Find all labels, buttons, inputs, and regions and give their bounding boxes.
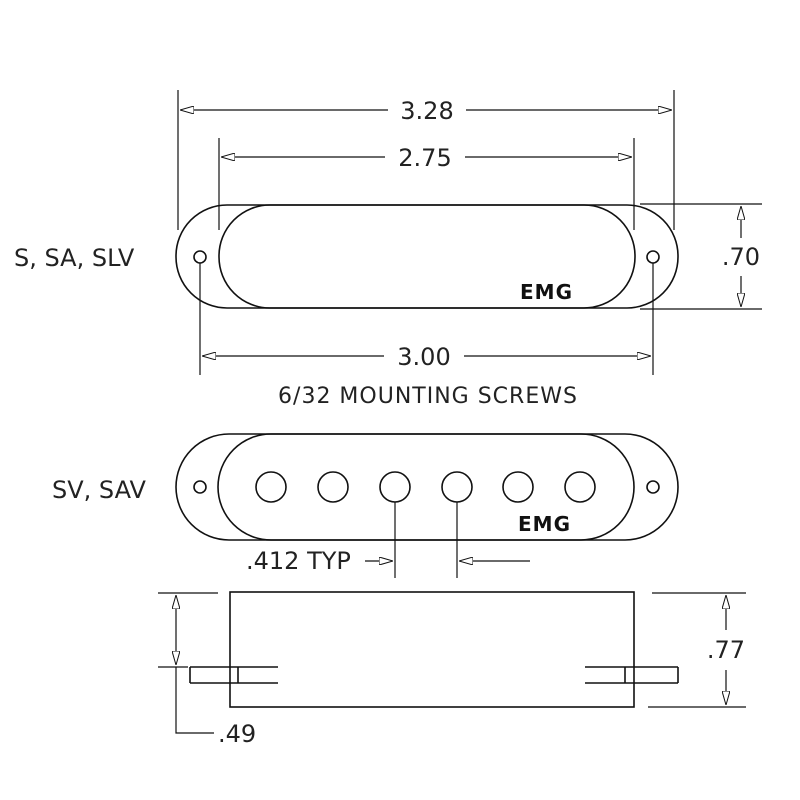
- side-view: [189, 591, 679, 708]
- dim-overall-length: 3.28: [177, 90, 675, 230]
- pole-piece-1: [255, 471, 287, 503]
- top-left-screw-hole: [193, 250, 207, 264]
- top-pickup: EMG: [175, 204, 679, 309]
- dim-pole-spacing: .412 TYP: [246, 502, 530, 578]
- pole-piece-4: [441, 471, 473, 503]
- base-height-label: .49: [218, 720, 256, 748]
- dim-cover-length: 2.75: [218, 138, 635, 230]
- pole-piece-3: [379, 471, 411, 503]
- middle-left-screw-hole: [193, 480, 207, 494]
- middle-emg-logo: EMG: [518, 512, 571, 536]
- pole-piece-5: [502, 471, 534, 503]
- screw-spacing-label: 3.00: [397, 343, 450, 371]
- middle-pickup: EMG: [175, 433, 679, 541]
- mounting-screws-label: 6/32 MOUNTING SCREWS: [278, 384, 578, 409]
- dim-screw-spacing: 3.00: [199, 263, 654, 375]
- middle-baseplate-outline: [175, 433, 679, 541]
- cover-length-label: 2.75: [398, 144, 451, 172]
- top-cover-outline: [218, 204, 636, 309]
- pole-piece-6: [564, 471, 596, 503]
- top-emg-logo: EMG: [520, 280, 573, 304]
- pole-piece-2: [317, 471, 349, 503]
- overall-length-label: 3.28: [400, 97, 453, 125]
- middle-right-screw-hole: [646, 480, 660, 494]
- top-right-screw-hole: [646, 250, 660, 264]
- dim-height: .70: [640, 203, 762, 310]
- pole-spacing-label: .412 TYP: [246, 547, 351, 575]
- middle-cover-outline: [217, 433, 635, 541]
- height-label: .70: [722, 243, 760, 271]
- top-baseplate-outline: [175, 204, 679, 309]
- model-label-middle: SV, SAV: [52, 476, 146, 504]
- side-cover-body: [229, 591, 635, 708]
- dim-total-depth: .77: [648, 592, 746, 708]
- total-depth-label: .77: [707, 636, 745, 664]
- model-label-top: S, SA, SLV: [14, 244, 135, 272]
- dim-base-height: .49: [158, 592, 256, 748]
